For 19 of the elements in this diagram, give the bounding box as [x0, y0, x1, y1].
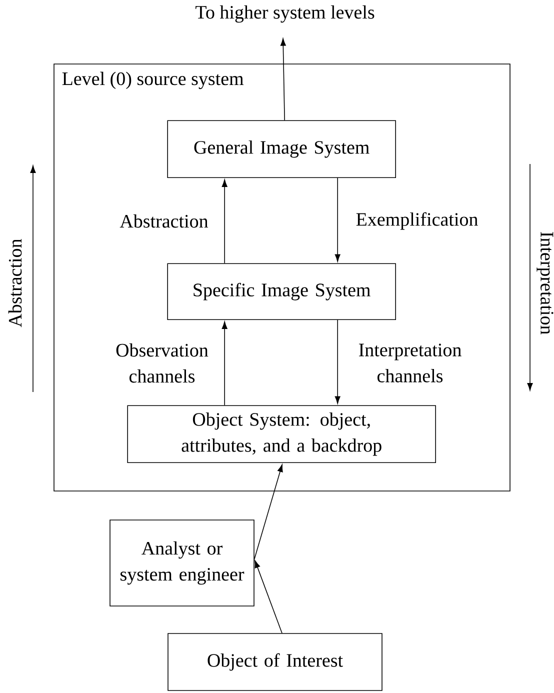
arrow	[222, 321, 228, 406]
edge-label: Exemplification	[356, 212, 478, 230]
direction-label: Abstraction	[8, 238, 22, 328]
arrow	[254, 464, 283, 560]
edge-label: Abstraction	[120, 214, 208, 228]
system-box: Analyst or system engineer	[110, 520, 254, 606]
target-label: To higher system levels	[196, 5, 374, 23]
arrow	[254, 560, 282, 634]
arrow	[222, 179, 228, 264]
direction-label: Interpretation	[536, 232, 554, 334]
arrow	[280, 38, 286, 121]
system-box: General Image System	[167, 120, 396, 178]
edge-label: Interpretation channels	[359, 344, 462, 382]
arrow	[334, 178, 340, 262]
system-box: Object System: object, attributes, and a backdrop	[127, 405, 436, 463]
edge-label: Observation channels	[116, 343, 208, 383]
system-box: Object of Interest	[168, 633, 382, 691]
system-box: Specific Image System	[167, 263, 396, 320]
arrow	[334, 320, 340, 404]
